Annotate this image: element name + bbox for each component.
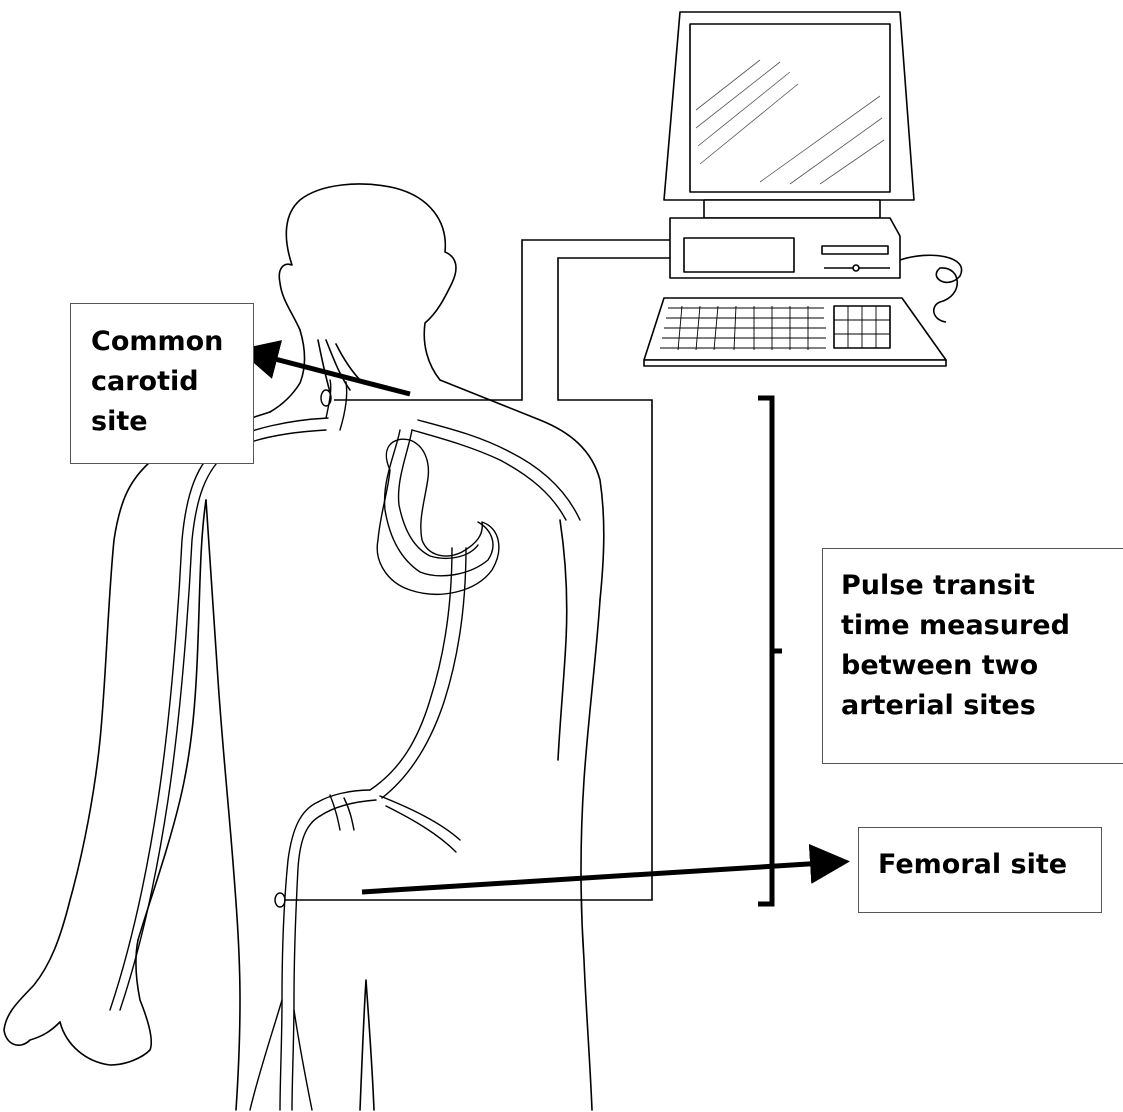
- carotid-label-line: site: [91, 402, 253, 442]
- carotid-label-line: Common: [91, 322, 253, 362]
- neck-left: [270, 330, 305, 412]
- transit-label-line: arterial sites: [841, 686, 1123, 726]
- femoral-sensor: [275, 893, 285, 907]
- annotation-arrows: [248, 352, 840, 892]
- head-outline: [279, 184, 456, 380]
- desktop-computer-icon: [644, 12, 962, 366]
- arterial-tree-icon: [110, 380, 580, 1110]
- right-shoulder: [440, 380, 604, 600]
- right-arm-inner: [558, 520, 567, 760]
- sensor-cables: [285, 240, 670, 900]
- carotid-label-line: carotid: [91, 362, 253, 402]
- femoral-label-box: Femoral site: [858, 827, 1102, 913]
- transit-label-line: Pulse transit: [841, 566, 1123, 606]
- femoral-arrow: [362, 862, 840, 892]
- carotid-label-box: Common carotid site: [70, 303, 254, 464]
- transit-label-line: between two: [841, 646, 1123, 686]
- left-arm-inner: [138, 500, 206, 940]
- right-curly-bracket: [758, 398, 782, 904]
- neck-lines: [318, 340, 362, 392]
- right-torso: [581, 600, 600, 1110]
- heart-shape: [377, 439, 499, 594]
- left-torso: [206, 500, 240, 1110]
- left-hand: [60, 940, 151, 1065]
- transit-time-label-box: Pulse transit time measured between two …: [822, 548, 1123, 764]
- gluteal-line: [360, 980, 374, 1110]
- transit-label-line: time measured: [841, 606, 1123, 646]
- femoral-label: Femoral site: [878, 847, 1101, 883]
